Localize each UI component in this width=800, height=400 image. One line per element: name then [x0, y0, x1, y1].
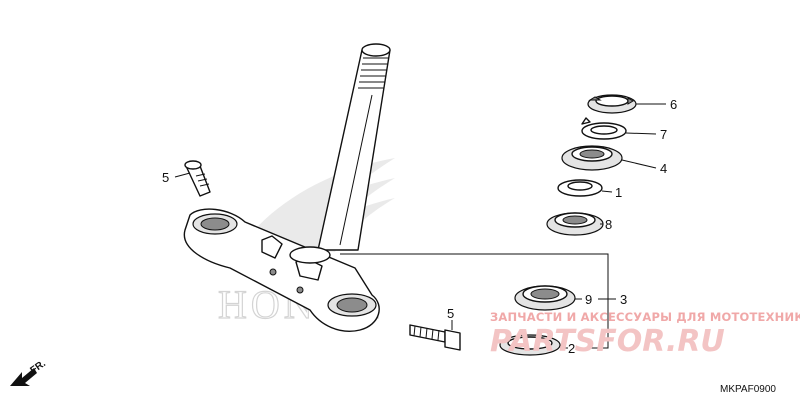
- group-bracket: [340, 253, 609, 349]
- callout-1: 1: [615, 185, 622, 200]
- callout-4: 4: [660, 161, 667, 176]
- watermark-subtitle: ЗАПЧАСТИ И АКСЕССУАРЫ ДЛЯ МОТОТЕХНИКИ: [490, 310, 800, 324]
- callout-8: 8: [605, 217, 612, 232]
- watermark-site: PARTSFOR.RU: [490, 324, 725, 359]
- pinch-bolt-lower: [409, 324, 461, 351]
- diagram-code: MKPAF0900: [720, 384, 776, 395]
- leader-lines: [174, 103, 666, 349]
- lock-washer-7: [581, 117, 627, 140]
- lower-triple-clamp: [183, 208, 380, 332]
- pinch-bolt-upper: [184, 160, 211, 197]
- callout-2: 2: [568, 341, 575, 356]
- adjusting-nut-4: [561, 145, 623, 171]
- callout-3: 3: [620, 292, 627, 307]
- callout-7: 7: [660, 127, 667, 142]
- callout-5-upper: 5: [162, 170, 169, 185]
- callout-9: 9: [585, 292, 592, 307]
- lower-bearing-3-9: [514, 285, 576, 311]
- locknut-6: [587, 94, 637, 114]
- callout-6: 6: [670, 97, 677, 112]
- dust-seal-2: [499, 334, 561, 356]
- callout-5-lower: 5: [447, 306, 454, 321]
- front-arrow-icon: [10, 368, 37, 386]
- front-direction-indicator: FR.: [10, 358, 48, 386]
- dust-seal-1: [557, 179, 603, 197]
- upper-bearing-8: [546, 212, 604, 236]
- steering-stem: [317, 43, 391, 251]
